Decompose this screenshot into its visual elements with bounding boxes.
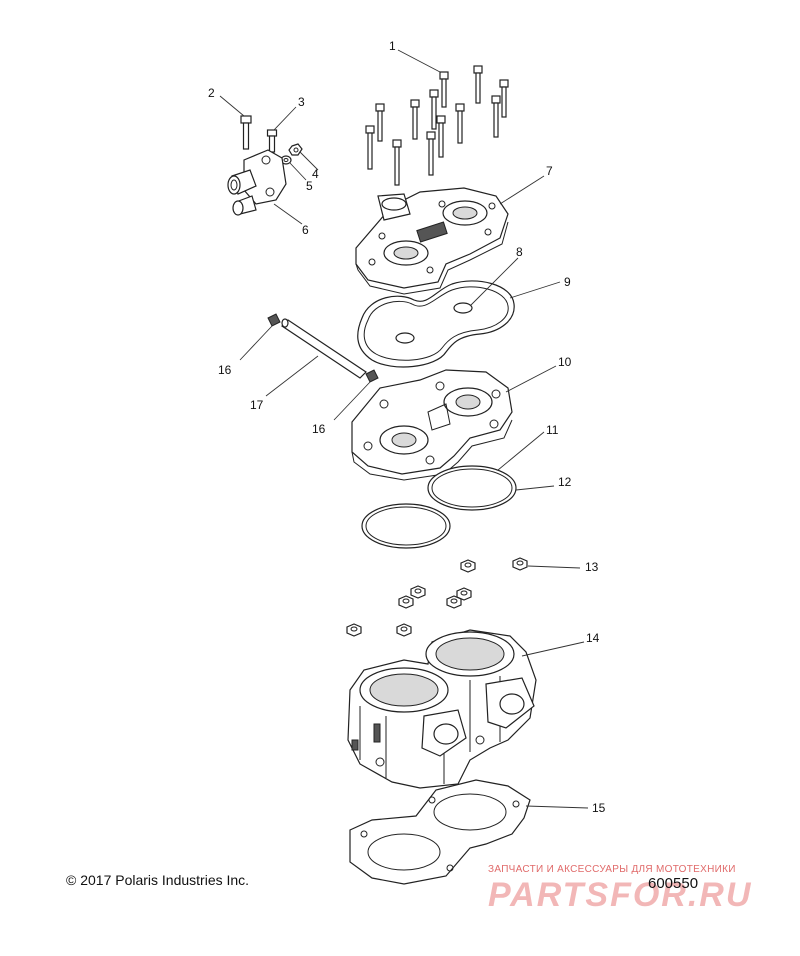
callout-12: 12 — [558, 475, 572, 489]
tube-clip-upper — [267, 313, 281, 327]
callout-16-lower: 16 — [312, 422, 326, 436]
copyright-notice: © 2017 Polaris Industries Inc. — [66, 872, 250, 888]
callout-13: 13 — [585, 560, 599, 574]
figure-number: 600550 — [648, 875, 699, 892]
callout-11: 11 — [546, 423, 559, 437]
head-gasket-front — [361, 503, 451, 549]
cylinder-block — [347, 629, 537, 789]
callout-10: 10 — [558, 355, 572, 369]
outlet-bolt-short — [266, 129, 278, 153]
callout-2: 2 — [208, 86, 215, 100]
head-o-ring-gasket — [357, 280, 515, 368]
callout-3: 3 — [298, 95, 305, 109]
callout-4: 4 — [312, 167, 319, 181]
callout-6: 6 — [302, 223, 309, 237]
callout-17: 17 — [250, 398, 264, 412]
water-outlet — [227, 149, 287, 216]
cylinder-base-gasket — [349, 779, 531, 885]
cylinder-head — [351, 369, 513, 481]
callout-9: 9 — [564, 275, 571, 289]
nut-small — [288, 143, 303, 156]
cylinder-nuts — [346, 557, 528, 637]
callout-7: 7 — [546, 164, 553, 178]
watermark-logo: PARTSFOR.RU — [488, 876, 753, 914]
callout-5: 5 — [306, 179, 313, 193]
head-bolts — [365, 65, 509, 186]
coolant-tube — [281, 318, 367, 379]
callout-1: 1 — [389, 39, 396, 53]
callout-16-upper: 16 — [218, 363, 232, 377]
cylinder-head-cover — [355, 187, 509, 295]
callout-14: 14 — [586, 631, 600, 645]
callout-8: 8 — [516, 245, 523, 259]
head-gasket-rear — [427, 465, 517, 511]
tube-clip-lower — [365, 369, 379, 383]
callout-15: 15 — [592, 801, 606, 815]
outlet-bolt-long — [240, 115, 252, 150]
watermark-text: ЗАПЧАСТИ И АКСЕССУАРЫ ДЛЯ МОТОТЕХНИКИ — [488, 864, 736, 875]
